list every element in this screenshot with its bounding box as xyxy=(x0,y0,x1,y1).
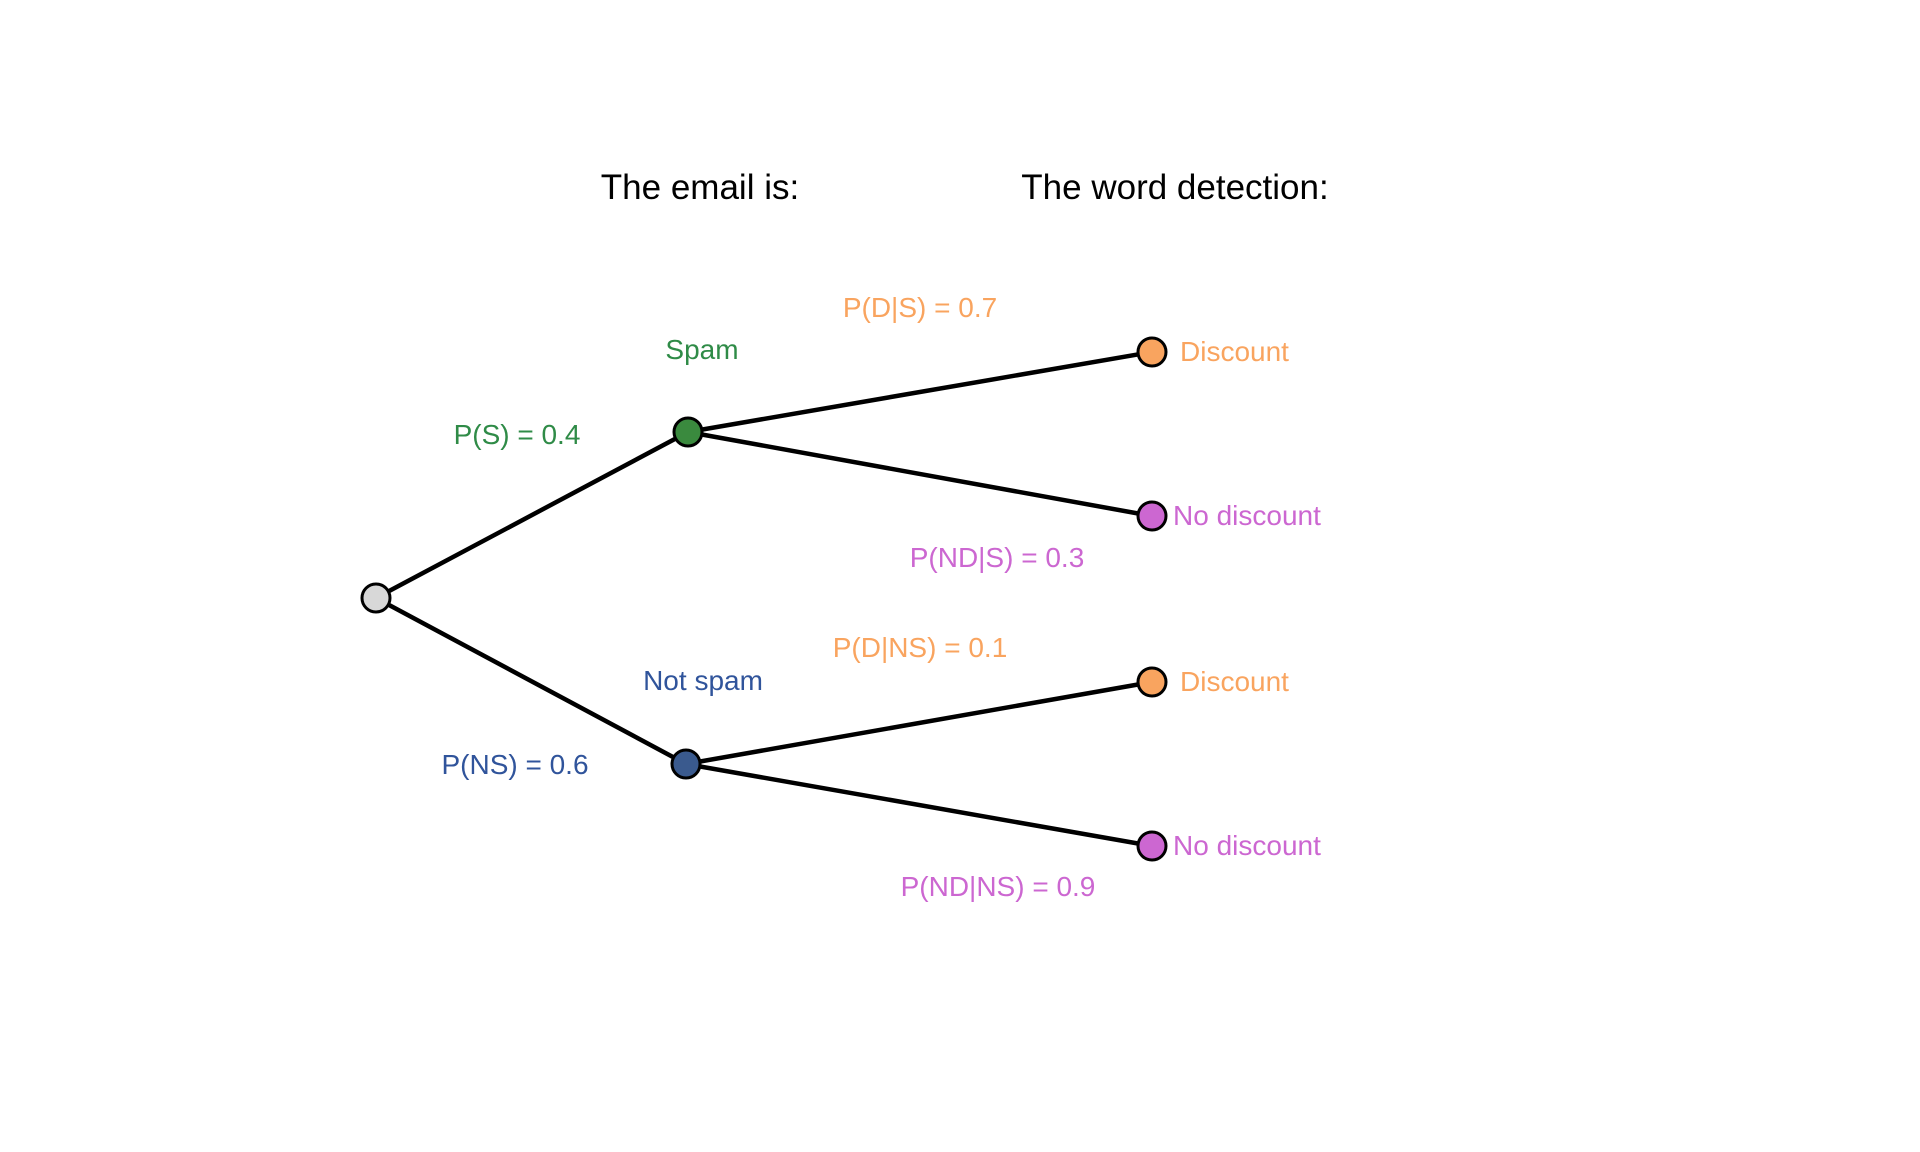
discount-given-not-spam-probability: P(D|NS) = 0.1 xyxy=(832,632,1008,663)
node-spam-no-discount xyxy=(1136,500,1168,532)
discount-given-spam-probability: P(D|S) = 0.7 xyxy=(842,292,998,323)
node-spam-discount xyxy=(1136,336,1168,368)
node-not-spam-no-discount xyxy=(1136,830,1168,862)
spam-probability-label: P(S) = 0.4 xyxy=(453,419,581,450)
node-not-spam xyxy=(670,748,702,780)
not-spam-no-discount-leaf-label: No discount xyxy=(1173,830,1321,861)
not-spam-probability-label: P(NS) = 0.6 xyxy=(441,749,589,780)
not-spam-node-label: Not spam xyxy=(643,665,763,696)
node-spam xyxy=(672,416,704,448)
column-header-email: The email is: xyxy=(600,168,800,207)
column-header-word-detection: The word detection: xyxy=(1021,168,1329,207)
not-spam-discount-leaf-label: Discount xyxy=(1180,666,1289,697)
spam-discount-leaf-label: Discount xyxy=(1180,336,1289,367)
spam-no-discount-leaf-label: No discount xyxy=(1173,500,1321,531)
edge-not-spam-to-discount xyxy=(683,679,1155,767)
edge-root-to-spam xyxy=(373,429,691,601)
no-discount-given-not-spam-probability: P(ND|NS) = 0.9 xyxy=(900,871,1096,902)
edge-not-spam-to-no-discount xyxy=(683,761,1155,849)
edge-spam-to-no-discount xyxy=(685,429,1155,519)
node-not-spam-discount xyxy=(1136,666,1168,698)
no-discount-given-spam-probability: P(ND|S) = 0.3 xyxy=(909,542,1085,573)
node-root xyxy=(360,582,392,614)
edge-root-to-not-spam xyxy=(373,595,689,767)
edge-spam-to-discount xyxy=(685,349,1155,435)
spam-node-label: Spam xyxy=(665,334,739,365)
